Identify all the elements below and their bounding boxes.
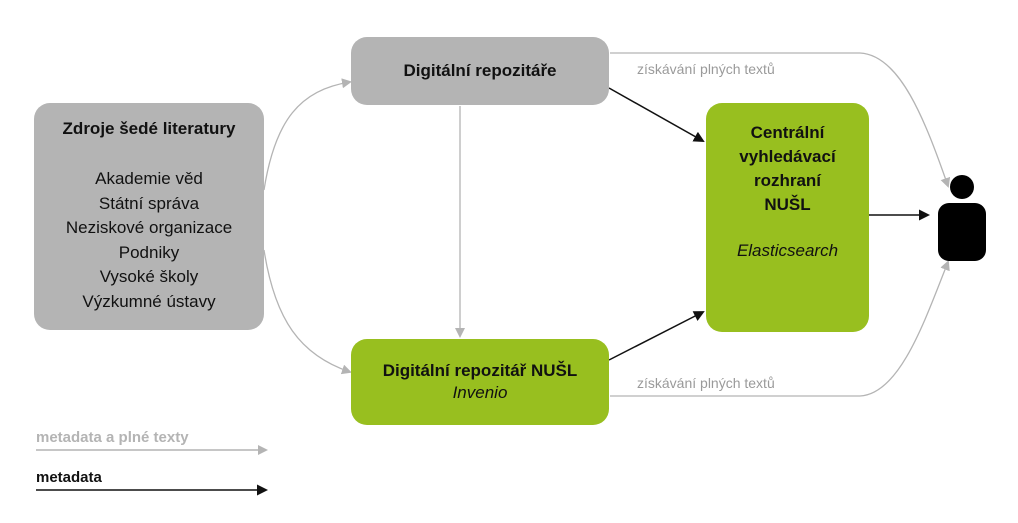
source-item: Státní správa — [98, 193, 200, 213]
repositories-label: Digitální repozitáře — [403, 61, 557, 80]
source-item: Vysoké školy — [99, 267, 199, 286]
source-item: Podniky — [118, 242, 180, 262]
source-item: Výzkumné ústavy — [82, 291, 216, 311]
arrow-sources-to-repositories — [263, 78, 352, 191]
nusl-repository-software: Invenio — [452, 383, 508, 402]
nusl-repository-box: Digitální repozitář NUŠL Invenio — [351, 339, 609, 425]
fulltext-label-top: získávání plných textů — [637, 61, 775, 77]
arrow-fulltext-top — [610, 52, 951, 188]
nusl-repository-label: Digitální repozitář NUŠL — [382, 361, 578, 380]
central-line: vyhledávací — [739, 147, 836, 166]
central-line: rozhraní — [753, 171, 822, 190]
arrow-repositories-to-central — [608, 87, 705, 142]
arrow-fulltext-bottom — [610, 260, 950, 397]
central-search-box: Centrální vyhledávací rozhraní NUŠL Elas… — [706, 103, 869, 332]
sources-title: Zdroje šedé literatury — [62, 119, 236, 138]
central-software: Elasticsearch — [736, 241, 839, 260]
sources-box: Zdroje šedé literatury Akademie věd Stát… — [34, 103, 264, 330]
fulltext-label-bottom: získávání plných textů — [637, 375, 775, 391]
repositories-box: Digitální repozitáře — [351, 37, 609, 105]
legend-metadata-fulltext: metadata a plné texty — [36, 429, 189, 446]
arrow-sources-to-nusl — [263, 249, 352, 375]
central-line: NUŠL — [764, 195, 811, 214]
arrow-nusl-to-central — [608, 311, 705, 361]
legend-metadata: metadata — [36, 469, 102, 486]
central-line: Centrální — [750, 123, 825, 142]
person-icon — [938, 175, 986, 261]
source-item: Neziskové organizace — [65, 218, 233, 237]
source-item: Akademie věd — [95, 169, 203, 188]
